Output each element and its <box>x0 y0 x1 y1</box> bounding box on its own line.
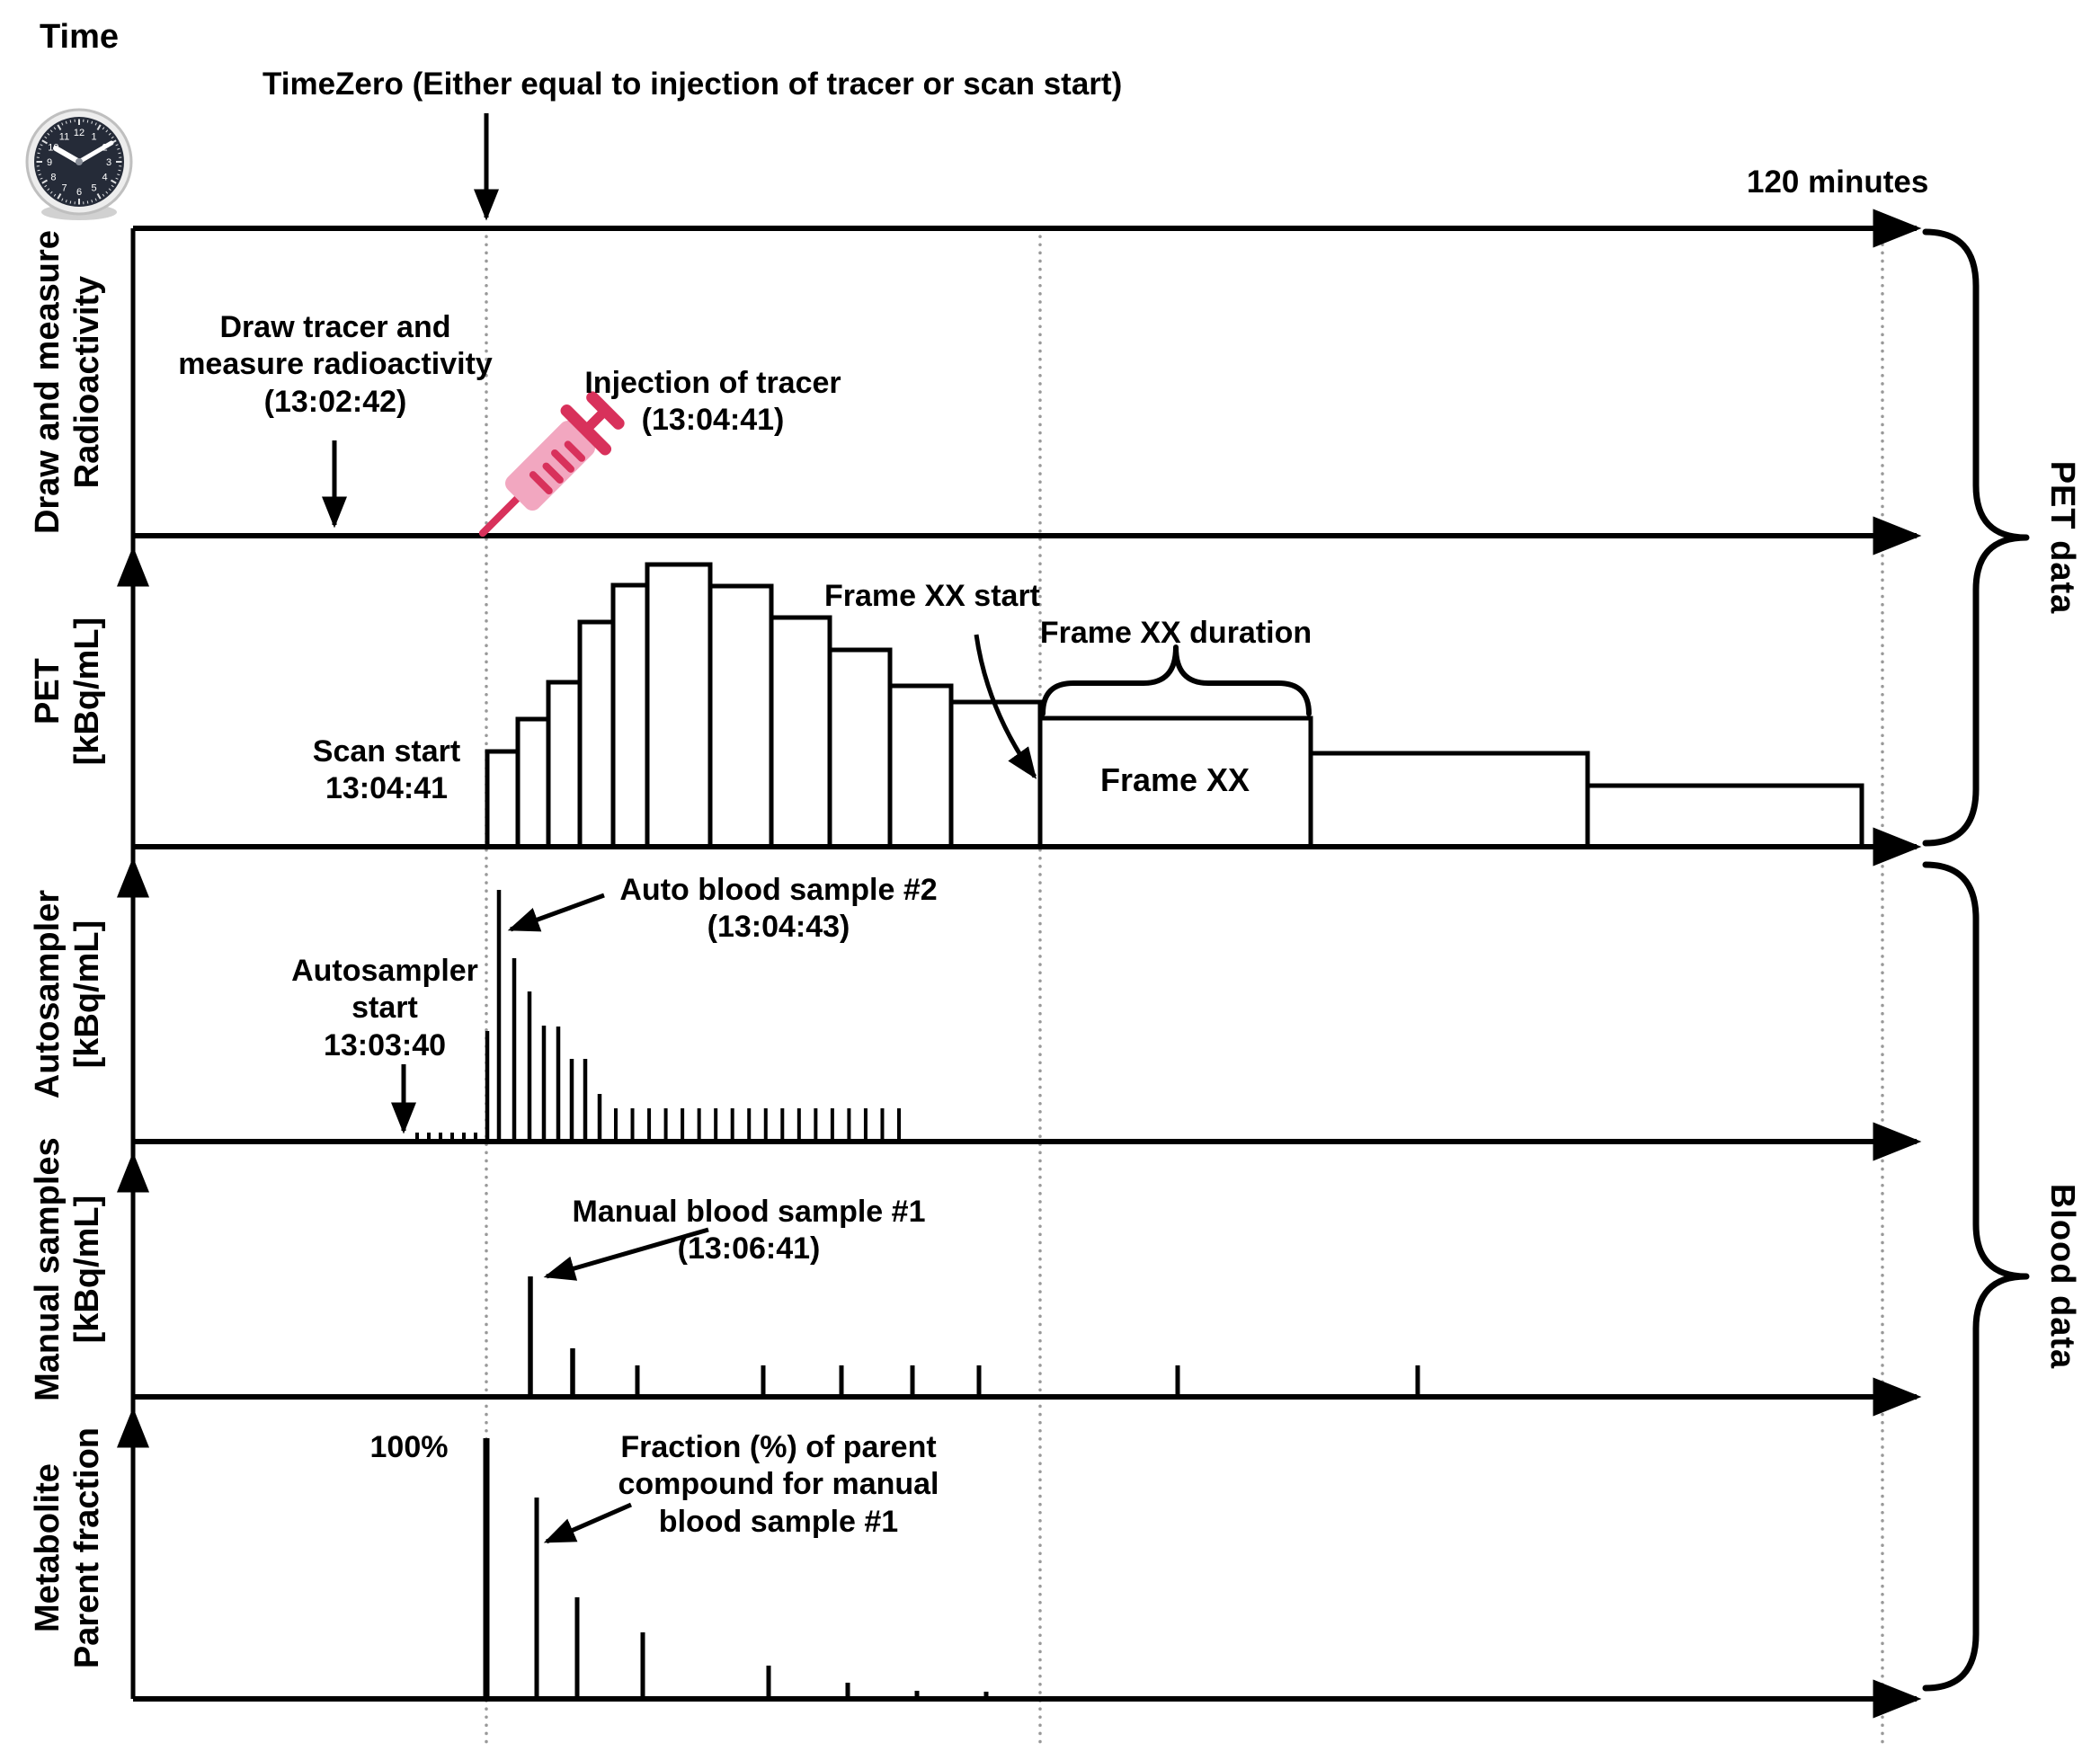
duration-label: 120 minutes <box>1747 164 1929 200</box>
svg-text:7: 7 <box>61 183 67 194</box>
row-axes <box>117 209 1922 1719</box>
pct-100-label: 100% <box>369 1430 449 1464</box>
annotation-arrows <box>322 113 1037 1544</box>
blood-data-label: Blood data <box>2043 1183 2081 1370</box>
svg-text:5: 5 <box>91 183 96 194</box>
svg-text:8: 8 <box>50 173 56 183</box>
time-label: Time <box>40 18 120 56</box>
scan-start-note: Scan start 13:04:41 <box>312 734 461 806</box>
autosampler-start-note: Autosampler start 13:03:40 <box>291 954 478 1062</box>
svg-text:3: 3 <box>106 157 111 168</box>
clock-icon: 123456789101112 <box>25 108 133 220</box>
auto-blood-sample-note: Auto blood sample #2 (13:04:43) <box>619 873 938 945</box>
pet-data-label: PET data <box>2043 460 2081 615</box>
svg-text:12: 12 <box>74 128 85 138</box>
row-label-metabolite: Metabolite Parent fraction <box>28 1427 106 1669</box>
frame-xx-label: Frame XX <box>1099 761 1250 798</box>
svg-text:6: 6 <box>76 187 82 198</box>
timezero-label: TimeZero (Either equal to injection of t… <box>262 67 1123 102</box>
draw-tracer-note: Draw tracer and measure radioactivity (1… <box>178 310 493 419</box>
svg-text:4: 4 <box>102 173 108 183</box>
sample-spikes <box>415 890 1420 1699</box>
parent-fraction-note: Fraction (%) of parent compound for manu… <box>618 1430 939 1539</box>
injection-note: Injection of tracer (13:04:41) <box>584 366 841 438</box>
syringe-icon <box>478 391 625 538</box>
frame-duration-note: Frame XX duration <box>1039 616 1312 650</box>
svg-text:1: 1 <box>91 131 96 142</box>
frame-start-note: Frame XX start <box>824 579 1040 613</box>
svg-text:9: 9 <box>47 157 52 168</box>
svg-text:11: 11 <box>59 131 69 142</box>
pet-frame-bars <box>485 562 1864 849</box>
braces <box>1040 228 2030 1692</box>
manual-blood-sample-note: Manual blood sample #1 (13:06:41) <box>572 1195 926 1267</box>
